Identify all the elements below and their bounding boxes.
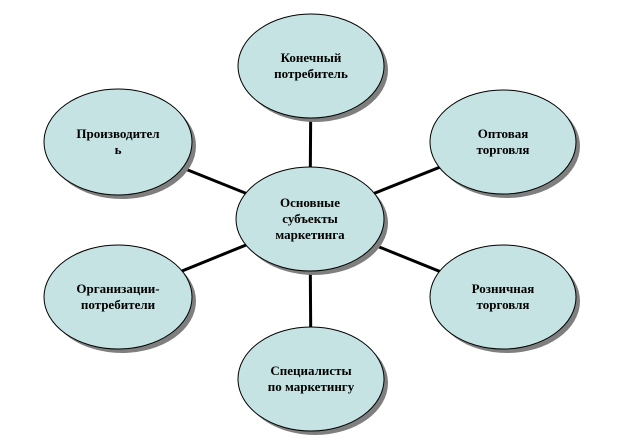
node-upper-right-label-line: Оптовая <box>478 126 529 141</box>
node-upper-left-ellipse <box>43 88 193 196</box>
node-upper-left-label-line: Производител <box>76 126 159 141</box>
node-top-ellipse <box>237 13 385 119</box>
node-upper-right-ellipse <box>429 89 577 195</box>
node-lower-right-label-line: торговля <box>477 297 530 312</box>
node-bottom-label-line: по маркетингу <box>268 379 355 394</box>
node-center-label-line: Основные <box>280 195 340 210</box>
node-center-label-line: субъекты <box>282 211 337 226</box>
node-bottom-label-line: Специалисты <box>270 363 351 378</box>
node-center-label-line: маркетинга <box>275 227 345 242</box>
node-bottom-ellipse <box>237 326 385 432</box>
node-center-ellipse <box>235 166 385 272</box>
node-lower-right-label-line: Розничная <box>472 281 535 296</box>
node-lower-left: Организации-потребители <box>43 244 196 353</box>
node-lower-right-ellipse <box>429 244 577 350</box>
node-top-label-line: Конечный <box>281 50 342 65</box>
node-lower-left-ellipse <box>43 244 193 350</box>
node-upper-right-label-line: торговля <box>477 142 530 157</box>
node-lower-left-label-line: потребители <box>81 297 156 312</box>
node-lower-left-label-line: Организации- <box>76 281 159 296</box>
node-top-label-line: потребитель <box>274 66 348 81</box>
node-upper-left-label-line: ь <box>115 142 122 157</box>
